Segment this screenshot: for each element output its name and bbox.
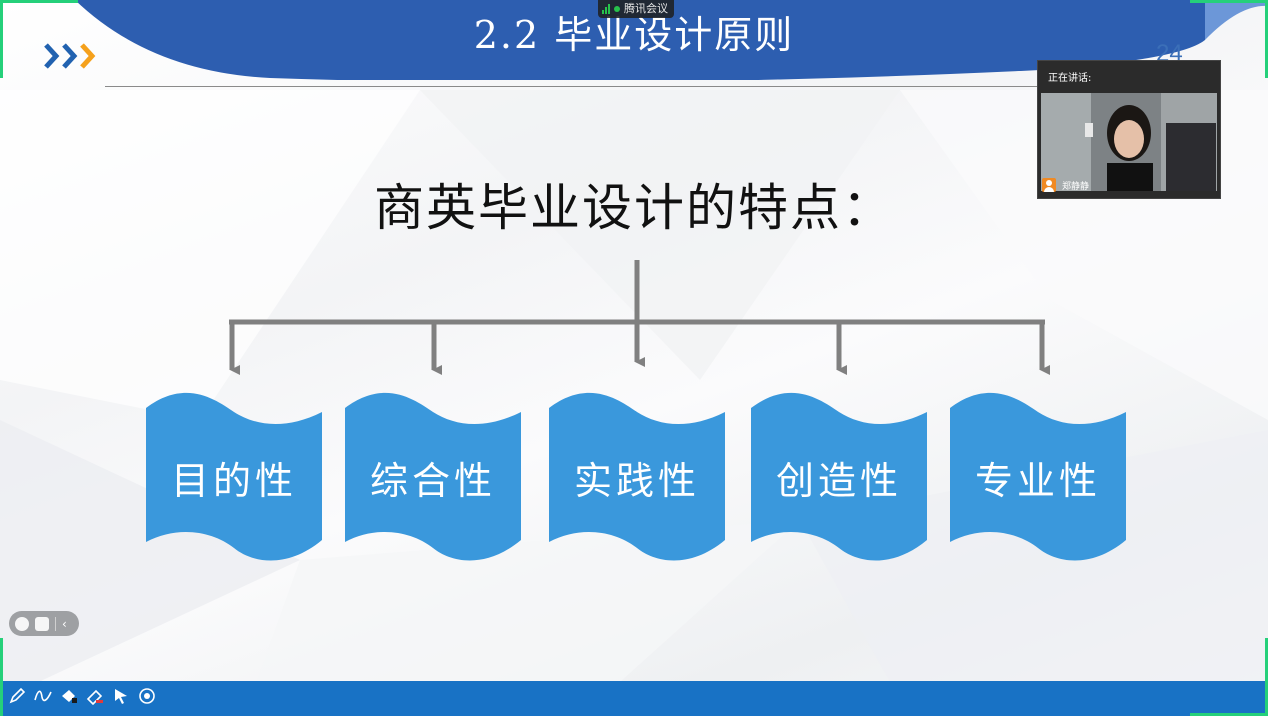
- status-dot-icon: [614, 6, 620, 12]
- speaker-video: [1041, 93, 1217, 191]
- user-icon: [1042, 178, 1056, 192]
- speaking-label: 正在讲话:: [1048, 73, 1092, 84]
- chevron-logo-icon: [44, 43, 96, 69]
- feature-card-purpose: 目的性: [146, 390, 322, 566]
- curve-icon[interactable]: [34, 687, 52, 705]
- meeting-app-badge[interactable]: 腾讯会议: [598, 0, 674, 18]
- share-frame-corner: [0, 638, 3, 716]
- eraser-icon[interactable]: [86, 687, 104, 706]
- feature-label: 实践性: [573, 459, 700, 503]
- side-toolbar: ‹: [9, 611, 79, 636]
- slide-heading: 商英毕业设计的特点：: [374, 179, 894, 237]
- signal-icon: [602, 4, 610, 14]
- speaker-info: 郑静静: [1042, 178, 1089, 192]
- speaker-video-panel[interactable]: 正在讲话: 郑静静: [1037, 60, 1221, 199]
- share-frame-corner: [1265, 0, 1268, 78]
- feature-label: 专业性: [974, 459, 1101, 503]
- highlighter-icon[interactable]: [60, 687, 78, 705]
- feature-card-creative: 创造性: [751, 390, 927, 566]
- connector-tree: [229, 260, 1050, 375]
- meeting-app-name: 腾讯会议: [624, 2, 668, 15]
- pointer-icon[interactable]: [112, 687, 130, 705]
- feature-label: 综合性: [369, 459, 496, 503]
- slide-title: 2.2 毕业设计原则: [473, 13, 795, 57]
- feature-card-professional: 专业性: [950, 390, 1126, 566]
- pen-icon[interactable]: [8, 687, 26, 705]
- bottom-bar: [0, 681, 1268, 716]
- divider: [55, 616, 56, 631]
- chat-icon[interactable]: [35, 616, 49, 631]
- share-frame-corner: [0, 0, 78, 3]
- annotation-toolbar: [8, 687, 156, 706]
- feature-label: 创造性: [775, 459, 902, 503]
- share-frame-corner: [1190, 0, 1268, 3]
- share-frame-corner: [0, 0, 3, 78]
- collapse-icon[interactable]: ‹: [62, 616, 67, 631]
- feature-card-practical: 实践性: [549, 390, 725, 566]
- emoji-icon[interactable]: [15, 616, 29, 631]
- speaker-name: 郑静静: [1062, 181, 1090, 192]
- feature-label: 目的性: [170, 459, 297, 503]
- laser-icon[interactable]: [138, 687, 156, 705]
- feature-card-comprehensive: 综合性: [345, 390, 521, 566]
- share-frame-corner: [1190, 713, 1268, 716]
- share-frame-corner: [1265, 638, 1268, 716]
- title-banner: [75, 0, 1268, 80]
- title-divider: [105, 86, 1195, 87]
